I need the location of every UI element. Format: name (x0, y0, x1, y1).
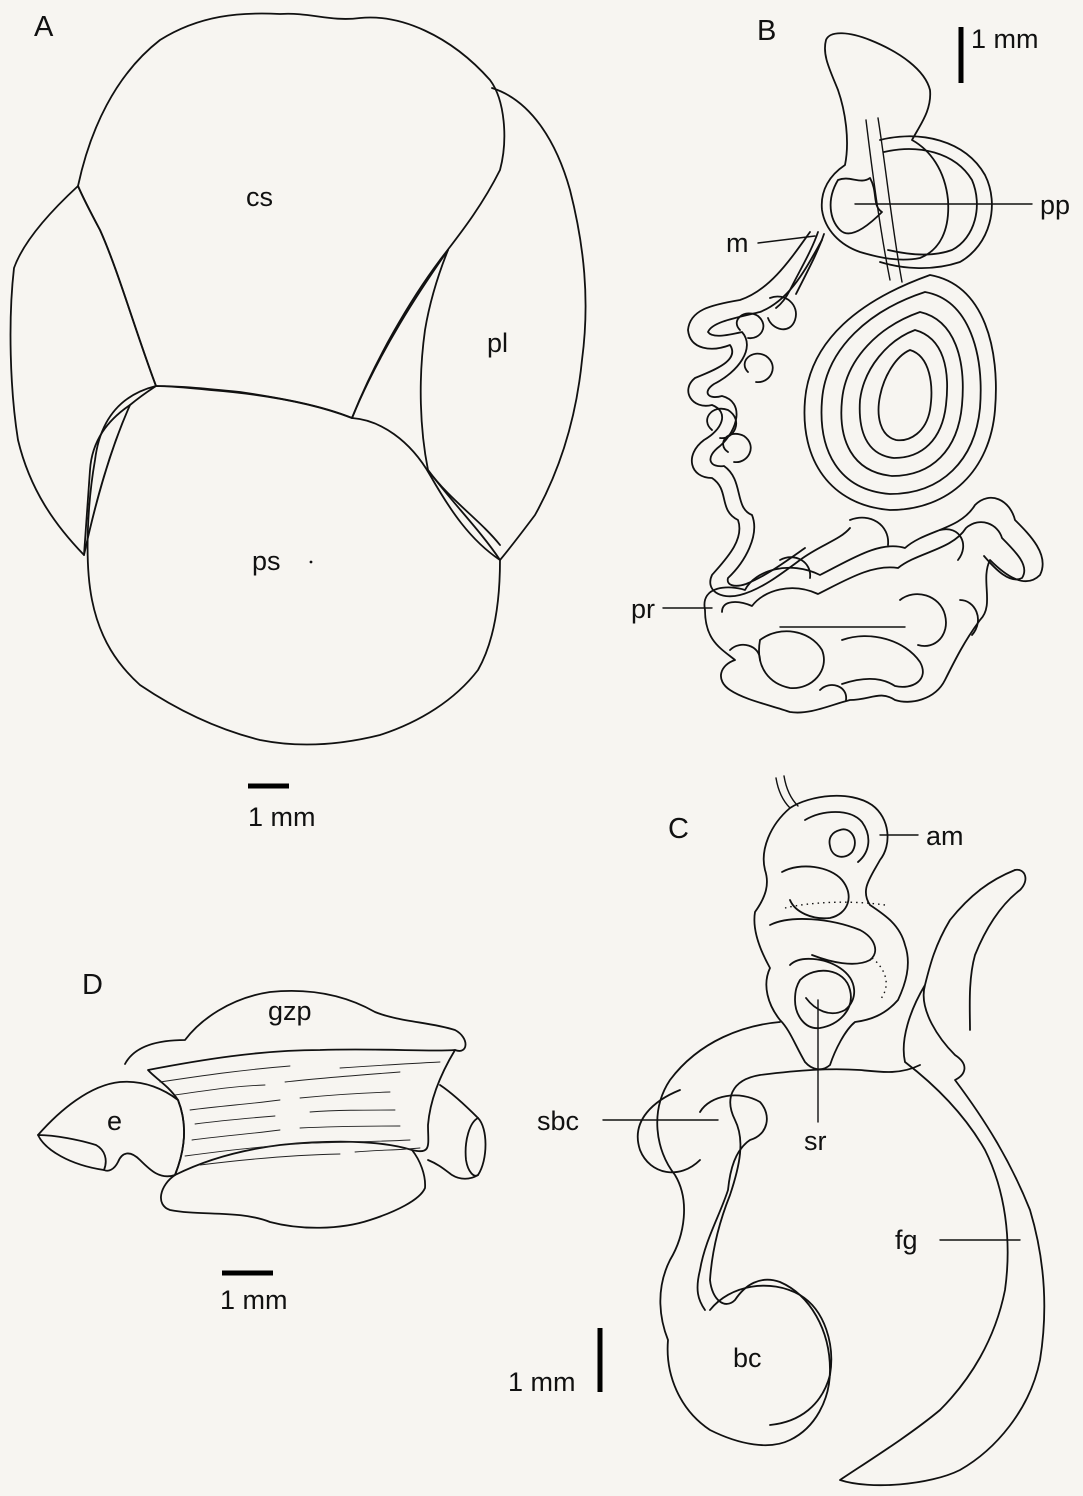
panel-a-central-plate (78, 13, 504, 418)
panel-b-scale-label: 1 mm (971, 24, 1039, 54)
panel-d-central-band (148, 1049, 455, 1175)
panel-d-lower-lobe (161, 1150, 425, 1228)
panel-c-duct-top (776, 776, 798, 808)
panel-a-dot (310, 561, 313, 564)
label-ps: ps (252, 546, 281, 576)
label-pp: pp (1040, 190, 1070, 220)
panel-c-letter: C (668, 813, 689, 845)
panel-c-body-inner-loop (698, 1095, 767, 1310)
panel-d-left-tube-opening (38, 1135, 106, 1170)
panel-d-right-tube-opening (466, 1118, 478, 1176)
panel-b-bottom-mass-outer (704, 498, 1042, 713)
panel-a: A cs pl ps 1 mm (11, 11, 586, 832)
panel-c-female-gland-tip (970, 870, 1026, 1030)
panel-c-sbc-lobe (638, 1090, 700, 1172)
panel-c-dotted-2 (872, 958, 886, 1000)
panel-b-bottom-mass-inner (722, 522, 1024, 688)
label-fg: fg (895, 1225, 918, 1255)
panel-b-papilla-inner (884, 149, 977, 255)
panel-c-seminal-receptacle (795, 971, 851, 1028)
panel-c-scale-label: 1 mm (508, 1367, 576, 1397)
panel-c-body-outer (657, 1022, 920, 1445)
panel-a-right-plate-inner (352, 250, 448, 418)
panel-b-tubule-left-outer (688, 232, 850, 596)
leader-m (758, 236, 815, 243)
panel-c-ampulla-inner (770, 812, 875, 1013)
label-pl: pl (487, 328, 508, 358)
label-pr: pr (631, 594, 655, 624)
panel-c-female-gland (840, 870, 1044, 1485)
panel-b-penial-sheath (822, 33, 949, 259)
panel-d-letter: D (82, 969, 103, 1001)
label-gzp: gzp (268, 996, 312, 1026)
label-sr: sr (804, 1126, 827, 1156)
panel-a-letter: A (34, 11, 54, 43)
panel-c: C am sr sbc fg bc 1 mm (508, 776, 1044, 1485)
panel-a-left-plate-edge (84, 405, 130, 555)
panel-a-right-plate-lower (428, 470, 500, 545)
panel-b-spiral-core (879, 350, 932, 440)
label-sbc: sbc (537, 1106, 579, 1136)
panel-b-spiral-4 (860, 330, 947, 458)
label-m: m (726, 228, 749, 258)
label-e: e (107, 1106, 122, 1136)
panel-b-bottom-loops (730, 518, 978, 700)
panel-b-letter: B (757, 15, 776, 47)
panel-d-hatching (160, 1062, 440, 1165)
panel-a-left-plate (11, 186, 156, 555)
label-bc: bc (733, 1343, 762, 1373)
panel-d: D gzp e 1 mm (38, 969, 486, 1315)
label-am: am (926, 821, 964, 851)
panel-c-bursa (710, 1286, 831, 1425)
panel-b: B 1 mm pp m pr (631, 15, 1070, 713)
panel-a-scale-label: 1 mm (248, 802, 316, 832)
panel-d-scale-label: 1 mm (220, 1285, 288, 1315)
panel-a-posterior-plate (88, 386, 500, 745)
label-cs: cs (246, 182, 273, 212)
panel-d-right-tube (428, 1085, 486, 1179)
panel-b-loops-left (707, 297, 796, 463)
